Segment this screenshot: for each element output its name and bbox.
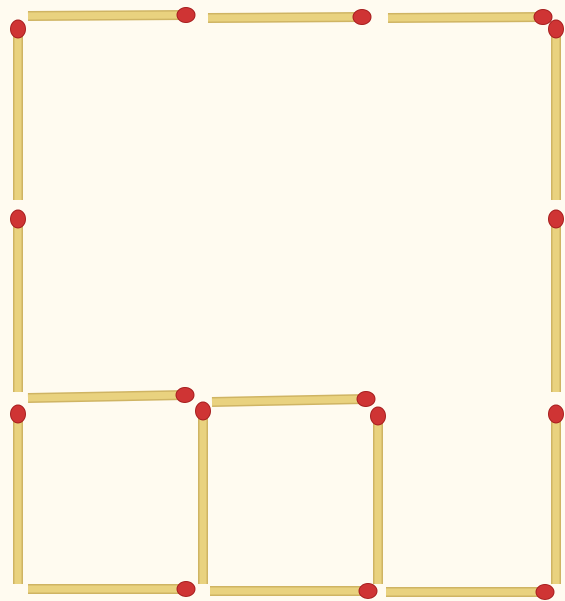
matchstick (11, 20, 26, 200)
matchstick (28, 582, 195, 597)
match-head-icon (359, 584, 377, 599)
matchstick (549, 20, 564, 200)
matchstick (11, 210, 26, 392)
match-head-icon (196, 402, 211, 420)
matchstick-shaft (28, 15, 186, 16)
match-head-icon (549, 405, 564, 423)
matchstick (371, 407, 386, 584)
matchstick-shaft (212, 399, 366, 402)
match-head-icon (11, 20, 26, 38)
matchstick (210, 584, 377, 599)
match-head-icon (549, 20, 564, 38)
matchstick (28, 387, 194, 402)
matchstick (28, 7, 195, 22)
match-head-icon (353, 9, 371, 24)
matchstick-shaft (388, 17, 543, 18)
matchstick (212, 391, 375, 406)
match-head-icon (371, 407, 386, 425)
matchsticks-group (11, 7, 564, 599)
matchstick-shaft (208, 17, 362, 18)
matchstick (208, 9, 371, 24)
matchstick (388, 9, 552, 24)
match-head-icon (536, 585, 554, 600)
matchstick (11, 405, 26, 584)
matchstick (549, 210, 564, 392)
match-head-icon (534, 9, 552, 24)
match-head-icon (357, 391, 375, 406)
matchstick (386, 585, 554, 600)
matchstick (196, 402, 211, 584)
matchstick-shaft (28, 395, 185, 398)
match-head-icon (177, 7, 195, 22)
match-head-icon (11, 210, 26, 228)
matchstick (549, 405, 564, 584)
match-head-icon (11, 405, 26, 423)
match-head-icon (176, 387, 194, 402)
match-head-icon (177, 582, 195, 597)
match-head-icon (549, 210, 564, 228)
